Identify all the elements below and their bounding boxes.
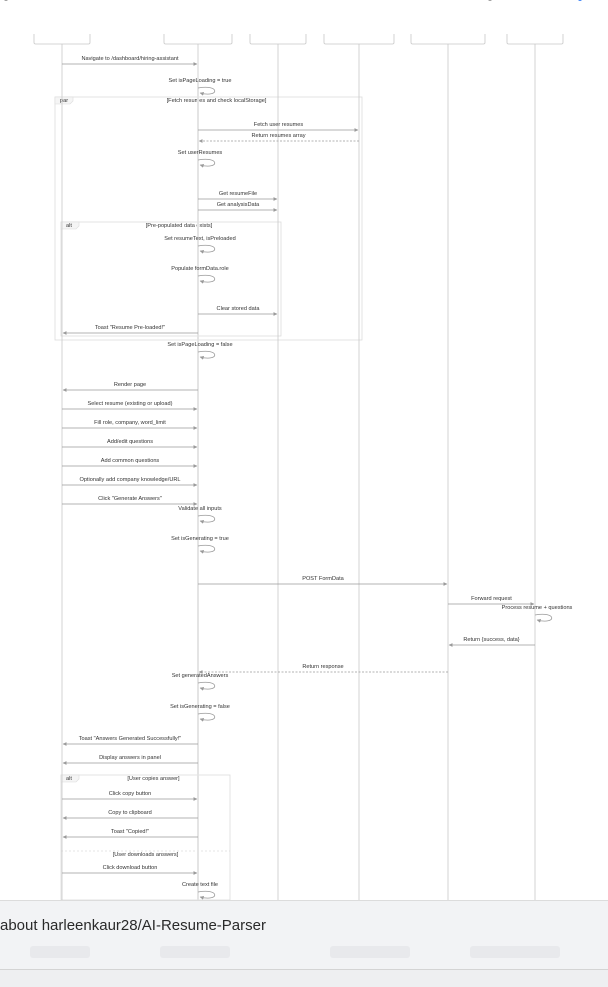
fragment-tab bbox=[60, 221, 80, 230]
message-label: Fill role, company, word_limit bbox=[94, 420, 166, 426]
footer-divider bbox=[0, 969, 608, 970]
message-label: POST FormData bbox=[302, 576, 344, 582]
self-message-arrow bbox=[197, 274, 216, 284]
fragment-keyword: alt bbox=[66, 776, 72, 782]
activation-bar bbox=[197, 78, 199, 900]
self-message-arrow bbox=[197, 544, 216, 554]
repo-title[interactable]: about harleenkaur28/AI-Resume-Parser bbox=[0, 917, 266, 934]
message-label: Click download button bbox=[103, 865, 158, 871]
message-label: Create text file bbox=[182, 882, 218, 888]
fragment-guard: [Pre-populated data exists] bbox=[146, 223, 213, 229]
self-message-arrow bbox=[534, 613, 553, 623]
placeholder-bar bbox=[470, 946, 560, 958]
sequence-diagram-svg: par [Fetch resumes and check localStorage… bbox=[33, 34, 573, 900]
message-label: Set isPageLoading = false bbox=[167, 342, 232, 348]
message-label: Set isGenerating = true bbox=[171, 536, 229, 542]
participant-box bbox=[163, 34, 233, 45]
message-label: Toast "Resume Pre-loaded!" bbox=[95, 325, 165, 331]
fragment-guard: [User copies answer] bbox=[127, 776, 180, 782]
participant-box bbox=[33, 34, 91, 45]
top-dot-mid bbox=[488, 0, 492, 1]
message-label: Populate formData.role bbox=[171, 266, 229, 272]
message-label: Set resumeText, isPreloaded bbox=[164, 236, 236, 242]
self-message-arrow bbox=[197, 712, 216, 722]
footer-bottom-strip bbox=[0, 970, 608, 987]
fragments-layer: par [Fetch resumes and check localStorage… bbox=[54, 96, 363, 900]
top-bar bbox=[0, 0, 608, 35]
participant-box bbox=[323, 34, 395, 45]
message-label: Get resumeFile bbox=[219, 191, 257, 197]
message-label: Render page bbox=[114, 382, 146, 388]
top-dot-right[interactable] bbox=[578, 0, 582, 1]
fragment-else-guard: [User downloads answers] bbox=[113, 852, 179, 858]
fragment-keyword: par bbox=[60, 98, 68, 104]
message-label: Click "Generate Answers" bbox=[98, 496, 162, 502]
message-label: Return resumes array bbox=[251, 133, 305, 139]
message-label: Add/edit questions bbox=[107, 439, 153, 445]
repo-footer: about harleenkaur28/AI-Resume-Parser bbox=[0, 900, 608, 987]
message-label: Return response bbox=[302, 664, 343, 670]
self-message-arrow bbox=[197, 890, 216, 900]
self-message-arrow bbox=[197, 158, 216, 168]
self-message-arrow bbox=[197, 681, 216, 691]
message-label: Toast "Answers Generated Successfully!" bbox=[79, 736, 182, 742]
message-label: Return {success, data} bbox=[463, 637, 519, 643]
self-message-arrow bbox=[197, 514, 216, 524]
fragment-keyword: alt bbox=[66, 223, 72, 229]
message-label: Set isPageLoading = true bbox=[169, 78, 232, 84]
message-label: Get analysisData bbox=[217, 202, 260, 208]
participant-box bbox=[249, 34, 307, 45]
top-dot-left bbox=[4, 0, 8, 1]
fragment-tab bbox=[60, 774, 80, 783]
message-label: Clear stored data bbox=[217, 306, 261, 312]
message-label: Toast "Copied!" bbox=[111, 829, 149, 835]
message-label: Navigate to /dashboard/hiring-assistant bbox=[81, 56, 178, 62]
participant-box bbox=[410, 34, 486, 45]
message-label: Copy to clipboard bbox=[108, 810, 152, 816]
message-label: Display answers in panel bbox=[99, 755, 161, 761]
fragment-frame bbox=[60, 221, 282, 337]
placeholder-bar bbox=[30, 946, 90, 958]
sequence-diagram[interactable]: par [Fetch resumes and check localStorage… bbox=[0, 34, 608, 900]
fragment-frame bbox=[54, 96, 363, 341]
fragment-guard: [Fetch resumes and check localStorage] bbox=[167, 98, 267, 104]
message-label: Set userResumes bbox=[178, 150, 223, 156]
message-label: Fetch user resumes bbox=[254, 122, 304, 128]
placeholder-bar bbox=[330, 946, 410, 958]
message-label: Forward request bbox=[471, 596, 512, 602]
message-label: Select resume (existing or upload) bbox=[88, 401, 173, 407]
message-label: Validate all inputs bbox=[178, 506, 222, 512]
message-label: Optionally add company knowledge/URL bbox=[79, 477, 180, 483]
participant-box bbox=[506, 34, 564, 45]
lifelines-layer bbox=[33, 34, 564, 900]
message-label: Add common questions bbox=[101, 458, 160, 464]
message-label: Set generatedAnswers bbox=[172, 673, 229, 679]
message-label: Set isGenerating = false bbox=[170, 704, 230, 710]
fragment-frame bbox=[60, 774, 231, 900]
placeholder-bar bbox=[160, 946, 230, 958]
self-message-arrow bbox=[197, 350, 216, 360]
fragment-tab bbox=[54, 96, 74, 105]
message-label: Click copy button bbox=[109, 791, 152, 797]
self-message-arrow bbox=[197, 244, 216, 254]
self-message-arrow bbox=[197, 86, 216, 96]
message-label: Process resume + questions bbox=[502, 605, 573, 611]
messages-layer: Navigate to /dashboard/hiring-assistantS… bbox=[62, 56, 573, 900]
